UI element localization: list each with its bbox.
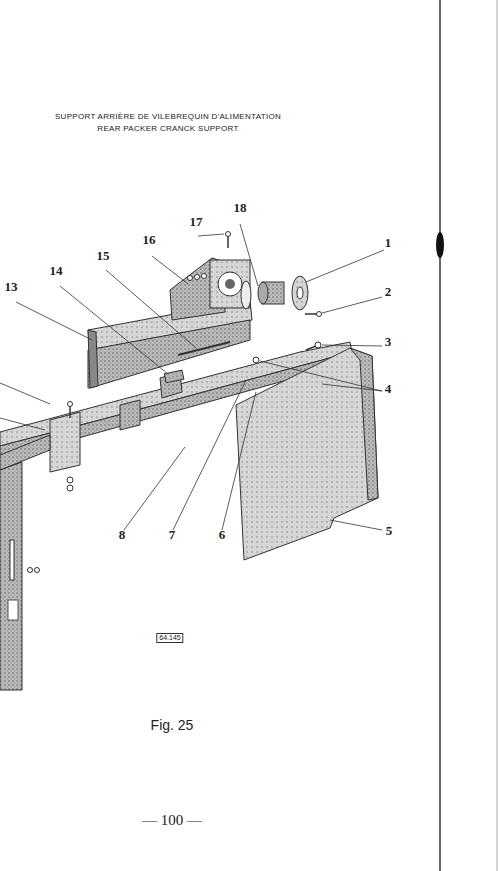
callout-number: 2 (385, 285, 392, 299)
callout-number: 18 (234, 201, 247, 215)
callout-number: 8 (119, 528, 126, 542)
callout-number: 4 (385, 382, 392, 396)
title-text: SUPPORT ARRIÈRE DE VILEBREQUIN D'ALIMENT… (55, 113, 281, 122)
reference-code: 64.145 (156, 633, 183, 643)
callout-number: 16 (143, 233, 156, 247)
callout-number: 14 (50, 264, 63, 278)
callout-number: 1 (385, 236, 392, 250)
callout-number: 5 (386, 524, 393, 538)
callout-number: 13 (5, 280, 18, 294)
figure-caption: Fig. 25 (151, 718, 194, 733)
callout-number: 6 (219, 528, 226, 542)
callout-number: 17 (190, 215, 203, 229)
callout-number: 7 (169, 528, 176, 542)
page-number: — 100 — (142, 812, 202, 829)
callout-number: 3 (385, 335, 392, 349)
subtitle-text: REAR PACKER CRANCK SUPPORT (97, 125, 238, 134)
callout-number: 15 (97, 249, 110, 263)
